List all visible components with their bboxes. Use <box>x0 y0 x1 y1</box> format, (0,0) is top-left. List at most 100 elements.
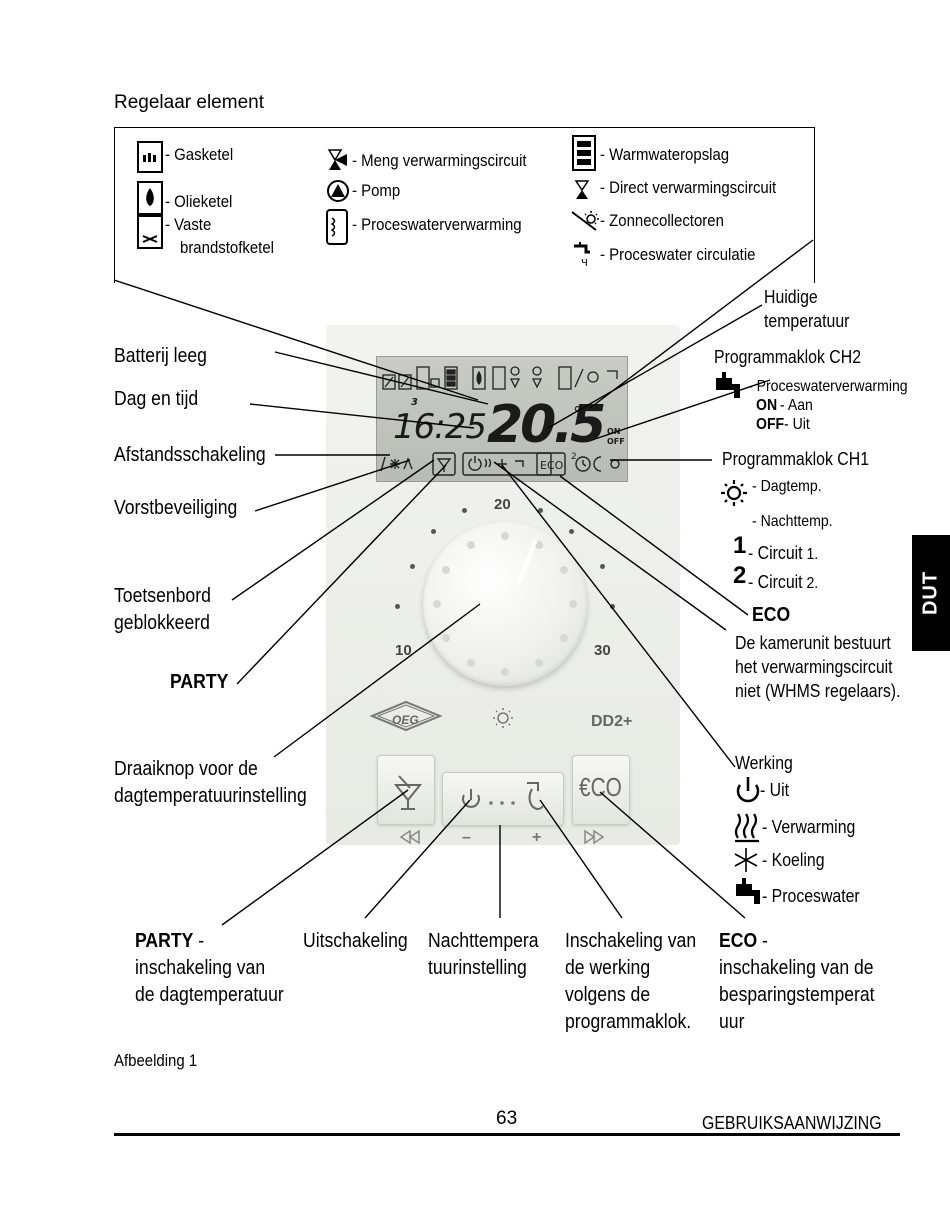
label-clock-ch1: Programmaklok CH1 <box>722 449 870 469</box>
label-program-4: programmaklok. <box>565 1011 692 1033</box>
label-eco: ECO <box>752 604 791 626</box>
scale-dot <box>410 564 415 569</box>
label-eco-bottom-4: uur <box>719 1011 745 1033</box>
label-eco-bottom-3: besparingstemperat <box>719 984 875 1006</box>
label-party-bottom: PARTY - <box>135 930 205 952</box>
legend-icons: Ч <box>137 135 599 269</box>
legend-circulation: - Proceswater circulatie <box>600 245 756 264</box>
solar-collector-icon <box>571 211 599 231</box>
lcd-off: OFF <box>607 437 625 446</box>
plus-label: + <box>532 829 542 846</box>
label-off: - Uit <box>760 780 790 800</box>
label-current-temp-2: temperatuur <box>764 311 850 331</box>
label-night-setting-2: tuurinstelling <box>428 957 527 979</box>
gas-boiler-icon <box>137 141 163 173</box>
knob-notches <box>433 532 577 676</box>
label-program-3: volgens de <box>565 984 651 1006</box>
direct-circuit-icon <box>574 180 590 199</box>
label-program-1: Inschakeling van <box>565 930 697 952</box>
label-party-bottom-2: inschakeling van <box>135 957 266 979</box>
label-switch-off: Uitschakeling <box>303 930 408 952</box>
legend-solid-fuel: - Vaste <box>165 215 212 234</box>
legend-direct: - Direct verwarmingscircuit <box>600 178 777 197</box>
label-keyboard-locked-2: geblokkeerd <box>114 612 210 634</box>
svg-text:ECO: ECO <box>540 459 564 472</box>
lcd-display: 3 16:25 20.5 °C ON OFF ECO 2 <box>376 356 628 482</box>
legend-gas-boiler: - Gasketel <box>165 145 234 164</box>
svg-text:2: 2 <box>571 452 577 462</box>
oil-boiler-icon <box>137 181 163 215</box>
lcd-unit: °C <box>573 403 595 424</box>
label-clock-ch2: Programmaklok CH2 <box>714 347 862 367</box>
label-eco-bottom: ECO - <box>719 930 768 952</box>
eco-button-label: €CO <box>579 772 622 802</box>
mode-button[interactable] <box>442 772 564 826</box>
label-off-key: OFF <box>756 416 785 433</box>
lcd-mode-icons: ECO 2 <box>380 452 620 476</box>
moon-night-icon <box>731 512 741 532</box>
legend-solid-fuel-2: brandstofketel <box>180 238 274 257</box>
figure-caption: Afbeelding 1 <box>114 1051 198 1070</box>
brand-text: OEG <box>392 713 419 727</box>
svg-text:Ч: Ч <box>581 258 588 269</box>
label-off-value: - Uit <box>784 416 810 433</box>
label-on-key: ON <box>756 397 778 414</box>
scale-20: 20 <box>494 496 511 513</box>
lcd-time: 16:25 <box>393 407 487 447</box>
label-night-temp: - Nachttemp. <box>752 513 833 530</box>
eco-button[interactable]: €CO <box>572 755 630 825</box>
label-cooling: - Koeling <box>762 850 825 870</box>
label-frost-protection: Vorstbeveiliging <box>114 497 238 519</box>
scale-dot <box>610 604 615 609</box>
scale-30: 30 <box>594 642 611 659</box>
label-program-2: de werking <box>565 957 651 979</box>
snowflake-icon <box>734 848 758 872</box>
hot-water-storage-icon <box>572 135 596 171</box>
label-heating: - Verwarming <box>762 817 856 837</box>
footer-rule <box>114 1133 900 1136</box>
scale-dot <box>395 604 400 609</box>
label-day-time: Dag en tijd <box>114 388 199 410</box>
legend-oil-boiler: - Olieketel <box>165 192 233 211</box>
legend-hot-water: - Warmwateropslag <box>600 145 730 164</box>
solid-fuel-boiler-icon <box>137 215 163 249</box>
label-proces: - Proceswaterverwarming <box>748 378 908 395</box>
label-knob-1: Draaiknop voor de <box>114 758 258 780</box>
minus-label: – <box>462 829 471 846</box>
power-off-icon <box>736 777 760 803</box>
label-eco-desc-2: het verwarmingscircuit <box>735 657 893 677</box>
circuit-1-number: 1 <box>733 532 747 559</box>
label-eco-desc-3: niet (WHMS regelaars). <box>735 681 901 701</box>
label-knob-2: dagtemperatuurinstelling <box>114 785 307 807</box>
label-keyboard-locked-1: Toetsenbord <box>114 585 211 607</box>
process-water-icon <box>736 878 760 904</box>
scale-10: 10 <box>395 642 412 659</box>
sun-day-icon <box>721 480 747 506</box>
label-battery-low: Batterij leeg <box>114 345 207 367</box>
page-number: 63 <box>496 1108 518 1129</box>
model-label: DD2+ <box>591 713 633 730</box>
scale-dot <box>462 508 467 513</box>
pump-icon <box>327 180 349 202</box>
label-day-temp: - Dagtemp. <box>752 478 822 495</box>
language-tab: DUT <box>912 535 950 651</box>
label-remote-switch: Afstandsschakeling <box>114 444 266 466</box>
circuit-2-number: 2 <box>733 562 747 589</box>
label-party: PARTY <box>170 671 229 693</box>
tap-icon <box>716 372 740 398</box>
label-operation: Werking <box>735 753 793 773</box>
legend-mixing: - Meng verwarmingscircuit <box>352 151 527 170</box>
label-night-setting-1: Nachttempera <box>428 930 539 952</box>
section-heading: Regelaar element <box>114 92 264 113</box>
legend-pump: - Pomp <box>352 181 401 200</box>
legend-solar: - Zonnecollectoren <box>600 211 724 230</box>
footer-title: GEBRUIKSAANWIJZING <box>702 1113 882 1133</box>
temperature-knob[interactable] <box>423 522 587 686</box>
heating-icon <box>734 813 759 843</box>
lcd-status-icons <box>382 366 618 390</box>
party-button[interactable] <box>377 755 435 825</box>
label-party-bottom-3: de dagtemperatuur <box>135 984 284 1006</box>
label-eco-desc-1: De kamerunit bestuurt <box>735 633 891 653</box>
lcd-on: ON <box>607 427 621 436</box>
label-current-temp-1: Huidige <box>764 287 818 307</box>
